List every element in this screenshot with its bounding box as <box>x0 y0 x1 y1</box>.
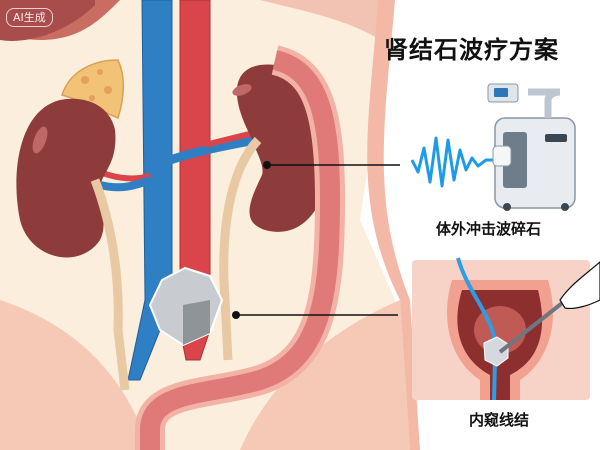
lithotripsy-machine-icon <box>487 83 576 211</box>
treatment-label-endoscopic: 内窥线结 <box>469 411 530 429</box>
ai-generated-badge: AI生成 <box>6 8 53 27</box>
right-ureter <box>219 136 262 361</box>
shockwave-icon <box>410 136 498 188</box>
left-ureter <box>90 178 130 391</box>
endoscopic-ureter-icon <box>412 257 600 401</box>
left-kidney <box>16 98 116 258</box>
page-title: 肾结石波疗方案 <box>384 36 559 64</box>
treatment-label-eswl: 体外冲击波碎石 <box>436 220 542 238</box>
